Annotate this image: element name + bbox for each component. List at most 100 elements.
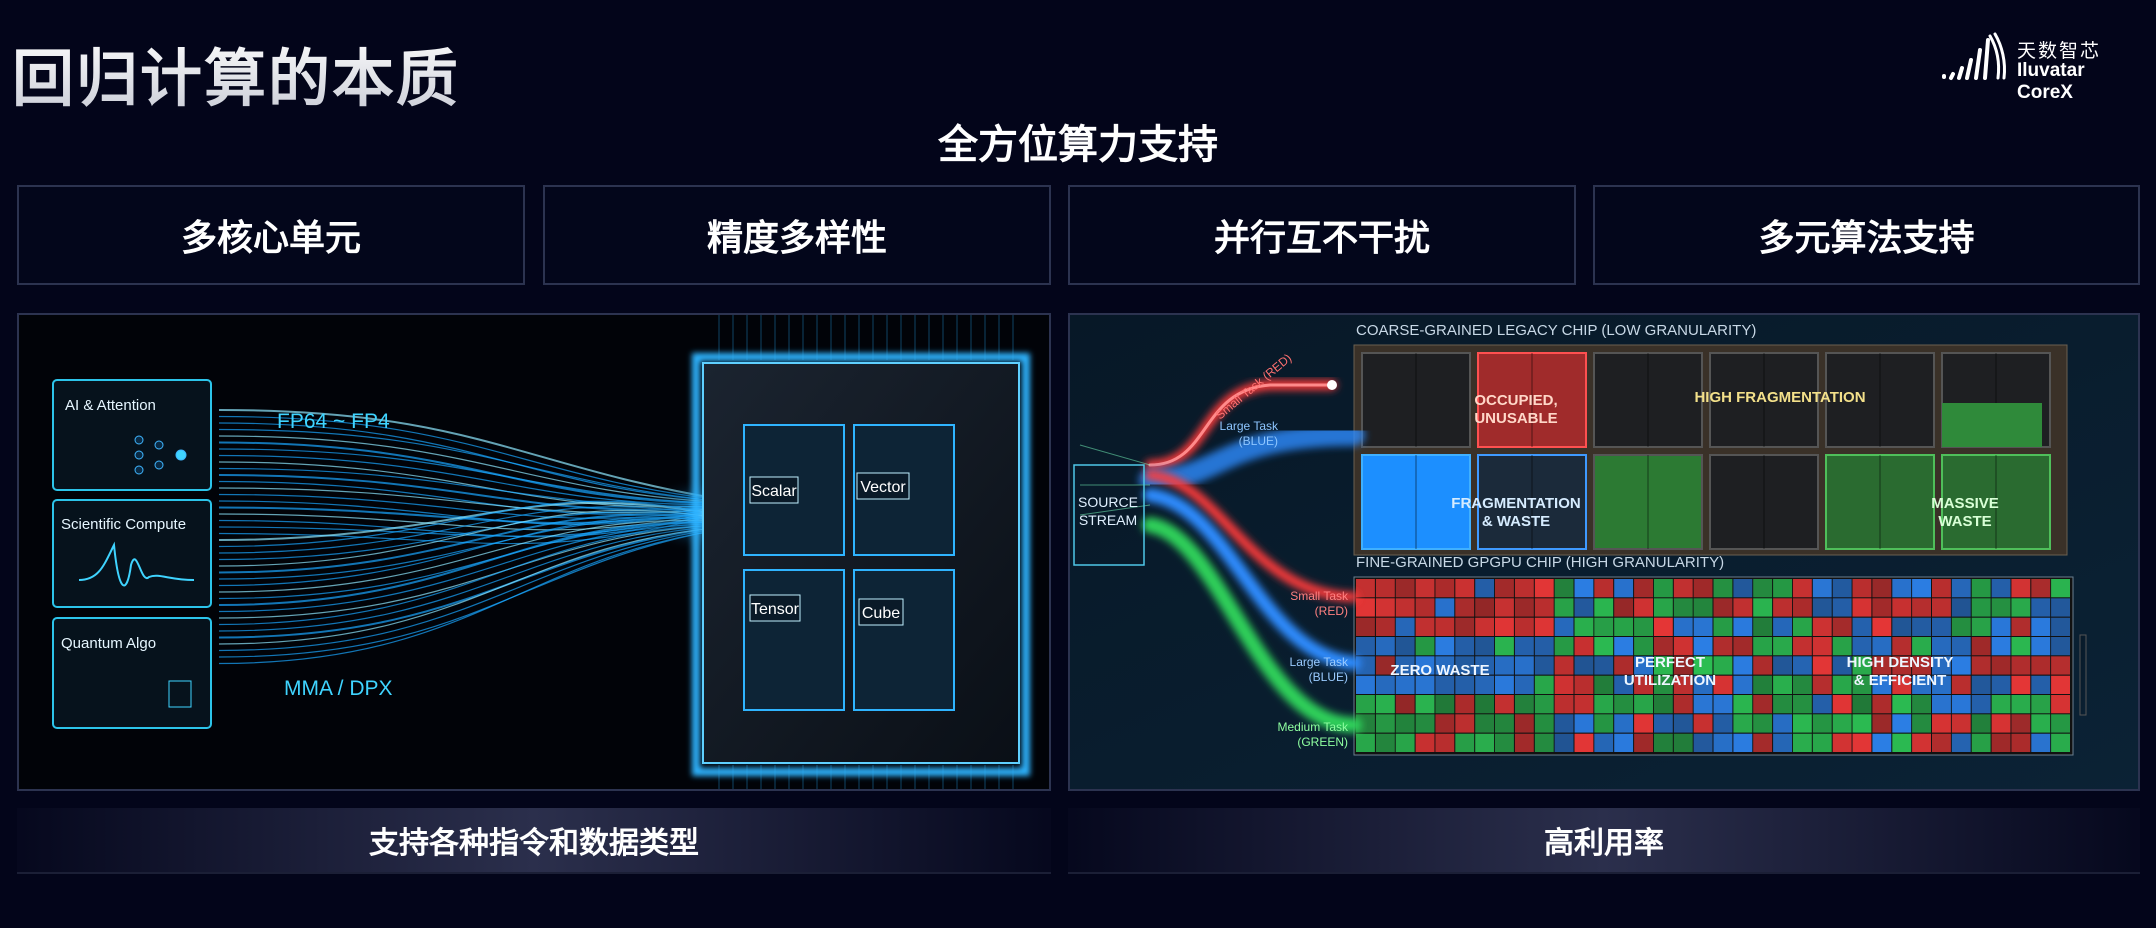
fine-cell (1554, 637, 1574, 656)
fine-cell (1733, 579, 1753, 598)
fine-cell (1395, 637, 1415, 656)
fine-cell (1514, 714, 1534, 733)
label-high-fragmentation: HIGH FRAGMENTATION (1694, 389, 1865, 406)
fine-cell (1693, 637, 1713, 656)
fine-cell (1753, 598, 1773, 617)
fine-cell (1773, 579, 1792, 598)
fine-cell (1475, 656, 1495, 675)
fine-cell (1475, 675, 1495, 694)
fine-cell (1455, 637, 1475, 656)
fine-cell (2051, 598, 2070, 617)
fine-cell (1792, 617, 1812, 636)
fine-cell (1753, 733, 1773, 752)
fine-cell (1514, 695, 1534, 714)
fine-cell (1991, 617, 2011, 636)
svg-text:(RED): (RED) (1315, 604, 1348, 618)
fine-cell (1395, 695, 1415, 714)
coarse-cell (1709, 454, 1819, 550)
fine-cell (1495, 714, 1514, 733)
task-large-blue: Large Task (1290, 655, 1349, 669)
fine-cell (1932, 714, 1951, 733)
fine-cell (1375, 675, 1395, 694)
fine-cell (1852, 656, 1872, 675)
fine-cell (2031, 598, 2051, 617)
fine-cell (1852, 675, 1872, 694)
fine-cell (1991, 656, 2011, 675)
fine-cell (1832, 675, 1852, 694)
fine-cell (1475, 579, 1495, 598)
fine-cell (1713, 617, 1733, 636)
fine-cell (1415, 579, 1435, 598)
fine-cell (1455, 617, 1475, 636)
fine-cell (1514, 579, 1534, 598)
fine-cell (1733, 598, 1753, 617)
fine-cell (1634, 675, 1653, 694)
fine-cell (1634, 617, 1653, 636)
fine-cell (1812, 579, 1832, 598)
fine-cell (1356, 579, 1375, 598)
fine-cell (1852, 714, 1872, 733)
unit-cube: Cube (862, 605, 900, 622)
fine-cell (1395, 733, 1415, 752)
fine-cell (1932, 733, 1951, 752)
fine-cell (1356, 733, 1375, 752)
fine-cell (1773, 637, 1792, 656)
fine-cell (1713, 579, 1733, 598)
fine-cell (1514, 637, 1534, 656)
card-scientific-compute: Scientific Compute (52, 499, 212, 608)
fine-cell (1435, 714, 1455, 733)
fine-cell (1832, 617, 1852, 636)
fine-cell (1932, 656, 1951, 675)
instruction-label: MMA / DPX (284, 677, 393, 700)
fine-cell (1356, 637, 1375, 656)
fine-cell (2031, 695, 2051, 714)
fine-cell (1673, 675, 1693, 694)
fine-cell (1673, 579, 1693, 598)
fine-cell (1971, 579, 1991, 598)
fine-cell (1792, 675, 1812, 694)
fine-cell (1991, 579, 2011, 598)
fine-cell (1594, 598, 1614, 617)
fine-cell (1634, 714, 1653, 733)
coarse-chip-title: COARSE-GRAINED LEGACY CHIP (LOW GRANULAR… (1356, 322, 1756, 339)
fine-cell (1435, 579, 1455, 598)
precision-label: FP64 ~ FP4 (277, 410, 390, 433)
fine-cell (1932, 695, 1951, 714)
unit-tensor: Tensor (751, 601, 800, 618)
fine-cell (1733, 675, 1753, 694)
logo-wave-icon (1942, 32, 2006, 80)
fine-cell (2031, 714, 2051, 733)
fine-cell (1435, 637, 1455, 656)
logo-cn: 天数智芯 (2017, 40, 2102, 62)
coarse-cell (1593, 352, 1703, 448)
fine-cell (2031, 579, 2051, 598)
fine-cell (1733, 714, 1753, 733)
fine-cell (1395, 579, 1415, 598)
fine-cell (1574, 617, 1594, 636)
fine-cell (1534, 617, 1554, 636)
fine-cell (1395, 598, 1415, 617)
fine-cell (1415, 695, 1435, 714)
fine-cell (1912, 617, 1931, 636)
fine-cell (1872, 637, 1892, 656)
fine-cell (1753, 695, 1773, 714)
fine-cell (1455, 675, 1475, 694)
fine-cell (1713, 656, 1733, 675)
fine-cell (1634, 733, 1653, 752)
fine-cell (1792, 714, 1812, 733)
label-unusable: UNUSABLE (1474, 410, 1557, 427)
fine-cell (1455, 598, 1475, 617)
fine-cell (1872, 733, 1892, 752)
fine-cell (1932, 617, 1951, 636)
fine-cell (1892, 675, 1912, 694)
coarse-cell (1477, 454, 1587, 550)
fine-cell (1653, 579, 1673, 598)
chip: Scalar Vector Tensor Cube (692, 353, 1030, 776)
page-title: 回归计算的本质 (12, 28, 460, 118)
fine-cell (1435, 617, 1455, 636)
fine-cell (1872, 617, 1892, 636)
fine-cell (2011, 617, 2031, 636)
fine-cell (1653, 714, 1673, 733)
card-label: AI & Attention (65, 397, 156, 414)
fine-cell (1693, 617, 1713, 636)
